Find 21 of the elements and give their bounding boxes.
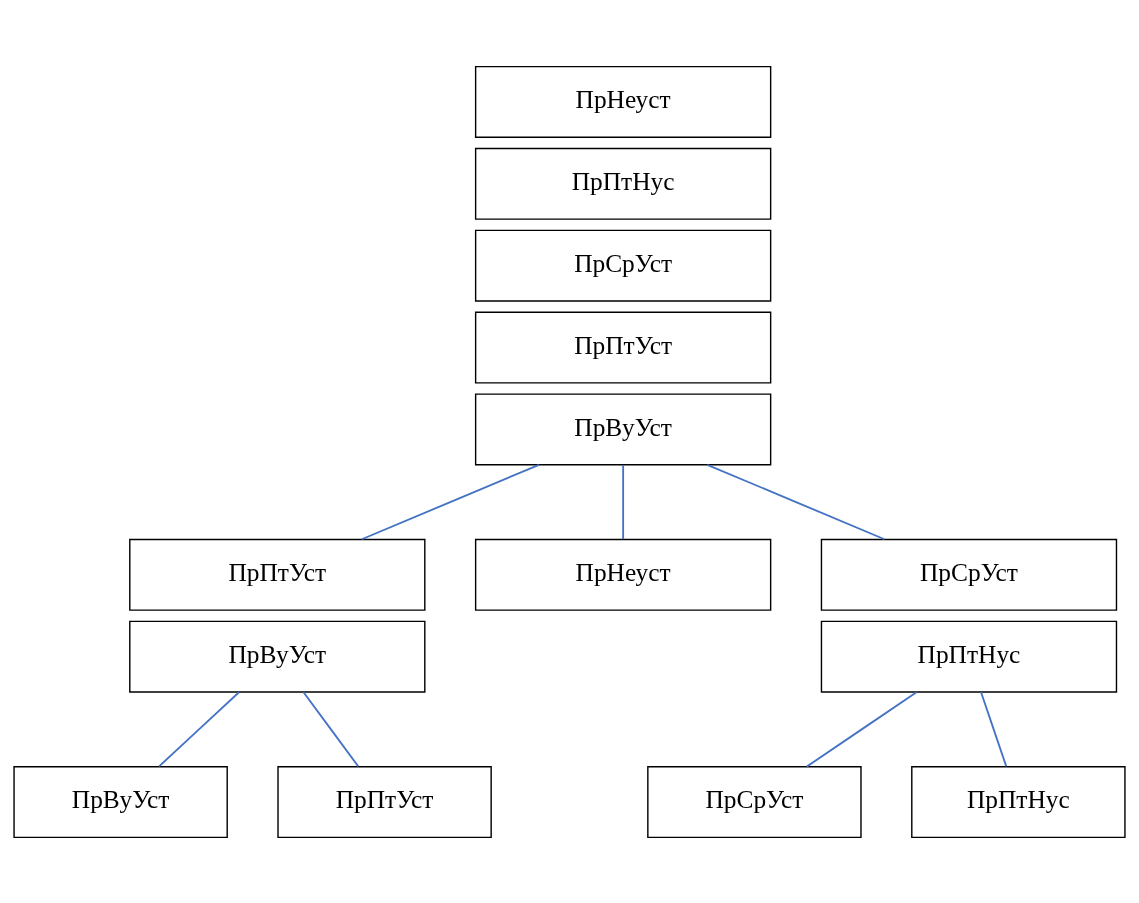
node-box: ПрСрУст — [474, 229, 772, 302]
node-box: ПрВуУст — [13, 765, 228, 838]
connector — [805, 690, 918, 768]
node-box: ПрВуУст — [474, 392, 772, 465]
node-box: ПрПтУст — [474, 311, 772, 384]
connector — [302, 690, 360, 767]
connector — [622, 463, 625, 540]
node-box: ПрСрУст — [647, 765, 862, 838]
node-box: ПрСрУст — [820, 538, 1118, 611]
node-box: ПрПтУст — [129, 538, 426, 611]
node-box: ПрВуУст — [129, 620, 426, 693]
node-box: ПрПтНус — [820, 620, 1118, 693]
connector — [158, 690, 240, 767]
node-box: ПрПтНус — [911, 765, 1126, 838]
connector — [980, 690, 1008, 767]
connector — [706, 463, 886, 540]
node-box: ПрНеуст — [474, 538, 772, 611]
node-box: ПрПтУст — [277, 765, 492, 838]
node-box: ПрНеуст — [474, 65, 772, 138]
connector — [360, 463, 540, 540]
node-box: ПрПтНус — [474, 147, 772, 220]
